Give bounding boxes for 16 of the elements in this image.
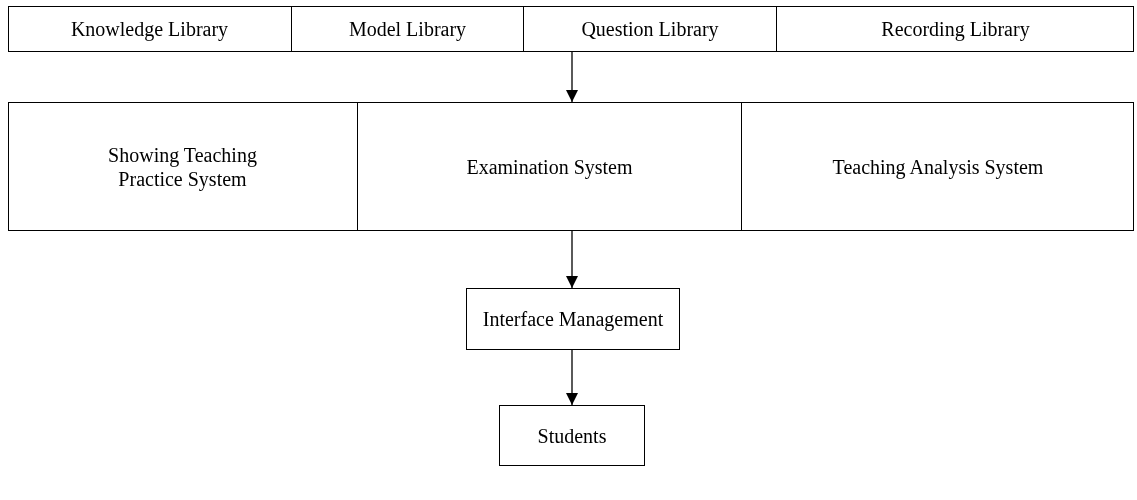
box-label: Knowledge Library: [70, 17, 229, 41]
box-label: Teaching Analysis System: [832, 154, 1044, 179]
box-label: Recording Library: [881, 17, 1030, 41]
process-box: [499, 405, 645, 466]
group-box: [8, 6, 1134, 52]
box-label: Students: [537, 423, 607, 448]
process-box: [466, 288, 680, 350]
box-label: Question Library: [581, 17, 719, 41]
box-label: Showing Teaching Practice System: [107, 142, 258, 191]
arrow: [566, 51, 578, 103]
box-label: Model Library: [348, 17, 467, 41]
arrow: [566, 230, 578, 289]
arrow: [566, 349, 578, 406]
box-label: Interface Management: [482, 307, 664, 331]
box-label: Examination System: [466, 154, 633, 179]
group-box: [8, 102, 1134, 231]
